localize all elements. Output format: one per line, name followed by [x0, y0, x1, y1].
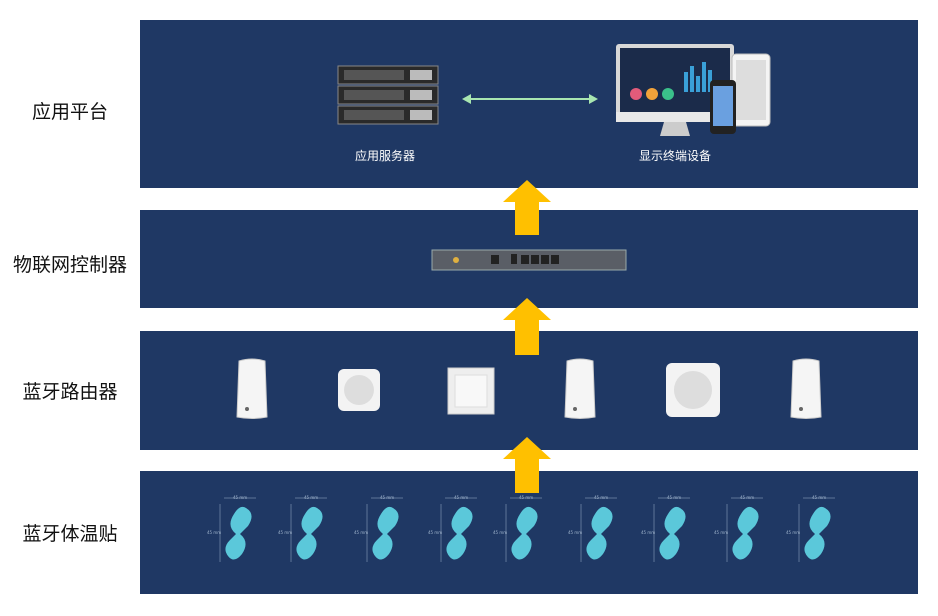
iot-controller-device-icon — [431, 249, 627, 271]
temperature-sticker-icon: 45 mm 45 mm — [567, 494, 627, 564]
temperature-sticker-icon: 45 mm 45 mm — [427, 494, 487, 564]
svg-text:45 mm: 45 mm — [812, 495, 826, 500]
tower-router-icon — [789, 357, 823, 425]
layer-label-sticker: 蓝牙体温贴 — [22, 523, 118, 545]
tower-router-icon — [235, 357, 269, 425]
temperature-sticker-icon: 45 mm 45 mm — [640, 494, 700, 564]
svg-text:45 mm: 45 mm — [233, 495, 247, 500]
svg-text:45 mm: 45 mm — [641, 530, 655, 535]
svg-text:45 mm: 45 mm — [568, 530, 582, 535]
svg-text:45 mm: 45 mm — [519, 495, 533, 500]
bidirectional-arrow-icon — [462, 94, 598, 104]
display-devices-icon — [616, 44, 771, 136]
up-arrow-icon — [503, 298, 551, 355]
svg-text:45 mm: 45 mm — [304, 495, 318, 500]
temperature-sticker-icon: 45 mm 45 mm — [277, 494, 337, 564]
temperature-sticker-icon: 45 mm 45 mm — [492, 494, 552, 564]
svg-text:45 mm: 45 mm — [594, 495, 608, 500]
svg-text:45 mm: 45 mm — [454, 495, 468, 500]
tower-router-icon — [563, 357, 597, 425]
svg-text:45 mm: 45 mm — [380, 495, 394, 500]
svg-text:45 mm: 45 mm — [207, 530, 221, 535]
svg-text:45 mm: 45 mm — [428, 530, 442, 535]
svg-text:45 mm: 45 mm — [714, 530, 728, 535]
svg-text:45 mm: 45 mm — [786, 530, 800, 535]
panel-router-icon — [447, 367, 495, 419]
temperature-sticker-icon: 45 mm 45 mm — [206, 494, 266, 564]
display-caption: 显示终端设备 — [638, 149, 711, 163]
up-arrow-icon — [503, 180, 551, 235]
layer-label-platform: 应用平台 — [31, 101, 108, 123]
layer-label-controller: 物联网控制器 — [12, 254, 127, 276]
layer-label-router: 蓝牙路由器 — [22, 381, 118, 403]
svg-text:45 mm: 45 mm — [740, 495, 754, 500]
layer-application-platform — [140, 20, 918, 188]
svg-text:45 mm: 45 mm — [278, 530, 292, 535]
svg-text:45 mm: 45 mm — [667, 495, 681, 500]
temperature-sticker-icon: 45 mm 45 mm — [353, 494, 413, 564]
temperature-sticker-icon: 45 mm 45 mm — [785, 494, 845, 564]
temperature-sticker-icon: 45 mm 45 mm — [713, 494, 773, 564]
svg-text:45 mm: 45 mm — [493, 530, 507, 535]
svg-text:45 mm: 45 mm — [354, 530, 368, 535]
up-arrow-icon — [503, 437, 551, 493]
round-beacon-router-icon — [665, 362, 721, 422]
server-caption: 应用服务器 — [354, 149, 415, 163]
round-beacon-router-icon — [337, 368, 381, 416]
server-icon — [337, 65, 439, 125]
